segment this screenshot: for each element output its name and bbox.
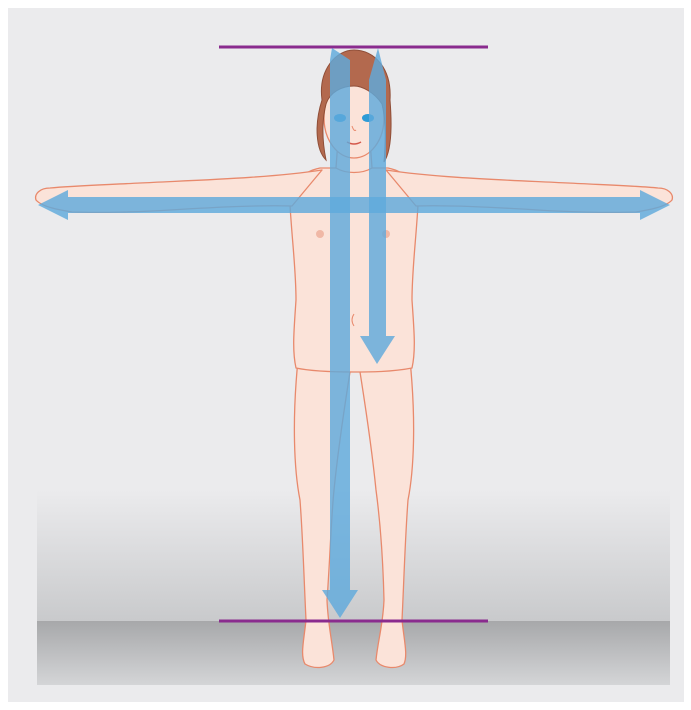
left-nipple-icon: [316, 230, 324, 238]
floor: [37, 621, 670, 685]
backdrop-gradient: [37, 490, 670, 621]
